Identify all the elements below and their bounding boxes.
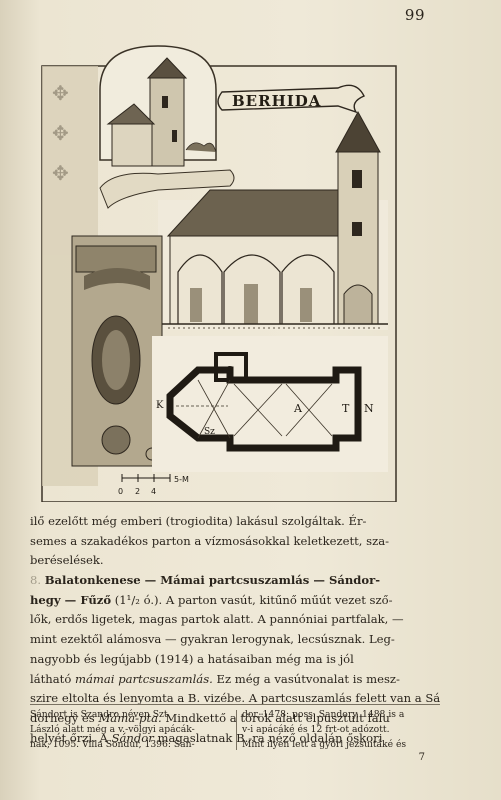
- footnote-column-right: dor, 1478: poss. Sandory, 1488 is a v-i …: [242, 708, 442, 752]
- text-span: látható: [30, 671, 75, 686]
- footnote-line: Mint ilyen lett a győri jezsuitáké és: [242, 738, 407, 750]
- svg-text:✥: ✥: [52, 161, 69, 185]
- footnote-line: Sándort is Szandro néven Szt.: [30, 709, 171, 720]
- main-text: ilő ezelőtt még emberi (trogiodita) laká…: [30, 512, 440, 748]
- section-number: 8.: [30, 573, 45, 588]
- text-line: látható mámai partcsuszamlás. Ez még a v…: [30, 670, 440, 690]
- svg-text:✥: ✥: [52, 81, 69, 105]
- footnote-column-rule: [235, 710, 237, 751]
- place-name: Sándor-: [328, 573, 381, 588]
- scale-unit: 5-M: [174, 475, 189, 484]
- text-span: magaslatnak B.-ra néző oldalán őskori: [153, 730, 383, 745]
- separator: —: [140, 573, 161, 588]
- text-span: dorhegy és: [30, 710, 99, 725]
- text-span: Mindkettő a török alatt elpusztult falu: [161, 710, 390, 725]
- scale-tick-4: 4: [151, 487, 156, 496]
- text-line: ilő ezelőtt még emberi (trogiodita) laká…: [30, 514, 367, 528]
- text-line: semes a szakadékos parton a vízmosásokka…: [30, 533, 390, 548]
- svg-text:✥: ✥: [52, 121, 69, 145]
- plan-letter-a: A: [293, 402, 303, 415]
- plan-letter-sz: Sz: [204, 427, 215, 437]
- separator: —: [309, 573, 329, 588]
- text-span: Ez még a vasútvonalat is mesz-: [212, 671, 400, 686]
- place-name: Balatonkenese: [44, 573, 141, 588]
- printer-signature: 7: [418, 752, 425, 763]
- scale-tick-2: 2: [135, 487, 140, 496]
- italic-term: Máma-pta.: [98, 710, 162, 725]
- banner-title: BERHIDA: [232, 92, 321, 110]
- plan-letter-s: S: [226, 364, 234, 377]
- scale-tick-0: 0: [118, 487, 123, 496]
- church-cross-section: [158, 110, 388, 330]
- place-name: Mámai partcsuszamlás: [160, 573, 310, 588]
- text-span: helyét őrzi. A: [30, 730, 112, 745]
- section-heading-line: 8. Balatonkenese — Mámai partcsuszamlás …: [30, 571, 440, 591]
- berhida-banner: BERHIDA: [217, 84, 365, 114]
- plan-letter-t: T: [342, 402, 350, 415]
- carved-stone-relief: [71, 235, 163, 467]
- footnote-line: László alatt még a v.-völgyi apácák-: [30, 723, 195, 735]
- place-name: hegy — Fűző: [30, 592, 112, 607]
- text-line: beréselések.: [30, 553, 104, 568]
- text-line: nagyobb és legújabb (1914) a hatásaiban …: [30, 651, 354, 666]
- footnote-divider: [30, 704, 440, 705]
- text-line: lők, erdős ligetek, magas partok alatt. …: [30, 612, 404, 627]
- church-floor-plan: S K A T N Sz: [152, 336, 388, 472]
- footnotes: Sándort is Szandro néven Szt. László ala…: [30, 708, 442, 752]
- text-line: szire eltolta és lenyomta a B. vizébe. A…: [30, 691, 440, 706]
- footnote-line: dor, 1478: poss. Sandory, 1488 is a: [242, 709, 405, 720]
- berhida-church-illustration: ✥ ✥ ✥ BERHIDA: [38, 40, 400, 502]
- plan-letter-k: K: [156, 400, 164, 411]
- footnote-column-left: Sándort is Szandro néven Szt. László ala…: [30, 708, 230, 752]
- plan-letter-n: N: [364, 402, 374, 415]
- footnote-line: v-i apácáké és 12 frt-ot adózott.: [242, 723, 390, 735]
- footnote-line: nak, 1095. Villa Sondur, 1396: San-: [30, 738, 195, 750]
- text-line: helyét őrzi. A Sándor magaslatnak B.-ra …: [30, 729, 440, 749]
- page-number: 99: [404, 6, 425, 24]
- text-line: hegy — Fűző (1¹/₂ ó.). A parton vasút, k…: [30, 591, 440, 611]
- scroll-ornament: [99, 169, 235, 209]
- plan-scale-bar: 0 2 4 5-M: [118, 474, 189, 496]
- church-view-medallion: [99, 45, 217, 167]
- text-line: dorhegy és Máma-pta. Mindkettő a török a…: [30, 709, 440, 729]
- italic-term: mámai partcsuszamlás.: [74, 671, 213, 686]
- italic-term: Sándor: [111, 730, 154, 745]
- text-span: (1¹/₂ ó.). A parton vasút, kitűnő műút v…: [111, 592, 393, 607]
- text-line: mint ezektől alámosva — gyakran lerogyna…: [30, 632, 395, 647]
